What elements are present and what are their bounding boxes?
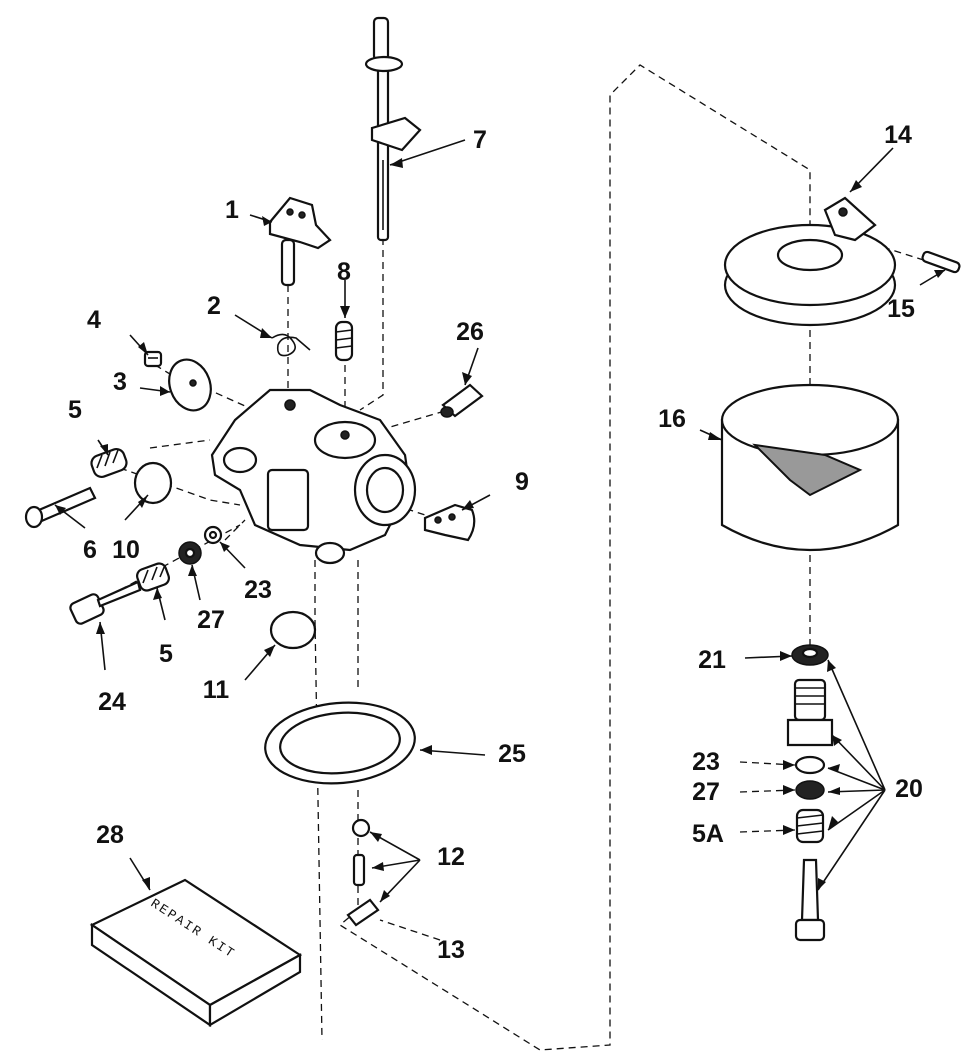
idle-screw bbox=[24, 486, 97, 529]
label-part-11: 11 bbox=[203, 676, 230, 704]
label-part-2: 2 bbox=[207, 292, 221, 320]
needle-valve bbox=[69, 580, 142, 625]
idle-spring bbox=[90, 448, 128, 478]
choke-shaft bbox=[364, 16, 422, 242]
part-labels: 1 2 3 4 5 6 7 8 9 10 11 12 13 14 15 16 2… bbox=[68, 121, 923, 964]
label-part-3: 3 bbox=[113, 368, 127, 396]
label-part-5A: 5A bbox=[692, 820, 724, 848]
label-part-16: 16 bbox=[658, 405, 686, 433]
label-part-15: 15 bbox=[887, 295, 915, 323]
label-part-26: 26 bbox=[456, 318, 484, 346]
label-part-20: 20 bbox=[895, 775, 923, 803]
label-part-25: 25 bbox=[498, 740, 526, 768]
small-screw bbox=[143, 350, 163, 368]
label-part-27-right: 27 bbox=[692, 778, 720, 806]
choke-plate bbox=[423, 503, 476, 542]
throttle-spring bbox=[271, 333, 311, 357]
bowl-gasket bbox=[264, 701, 416, 785]
label-part-4: 4 bbox=[87, 306, 101, 334]
packing-washer bbox=[178, 541, 202, 565]
welch-plug bbox=[133, 461, 173, 505]
label-part-12: 12 bbox=[437, 843, 465, 871]
label-part-5-upper: 5 bbox=[68, 396, 82, 424]
float bbox=[720, 383, 900, 552]
throttle-plate bbox=[168, 358, 212, 412]
label-part-1: 1 bbox=[225, 196, 239, 224]
label-part-27-left: 27 bbox=[197, 606, 225, 634]
label-part-13: 13 bbox=[437, 936, 465, 964]
o-ring bbox=[203, 525, 223, 545]
label-part-10: 10 bbox=[112, 536, 140, 564]
bowl-screw-assembly bbox=[786, 678, 834, 942]
hinge-pin bbox=[921, 250, 961, 274]
leader-lines bbox=[54, 139, 946, 941]
repair-kit-box: REPAIR KIT bbox=[89, 878, 303, 1028]
bowl-cover bbox=[723, 196, 897, 327]
label-part-23-right: 23 bbox=[692, 748, 720, 776]
label-part-23-left: 23 bbox=[244, 576, 272, 604]
label-part-7: 7 bbox=[473, 126, 487, 154]
carburetor-body bbox=[210, 388, 417, 565]
shaft-spring bbox=[334, 320, 354, 362]
label-part-21: 21 bbox=[698, 646, 726, 674]
bowl-nut bbox=[791, 644, 829, 666]
fuel-fitting bbox=[440, 383, 484, 418]
label-part-9: 9 bbox=[515, 468, 529, 496]
label-part-24: 24 bbox=[98, 688, 126, 716]
needle-clip bbox=[346, 898, 380, 927]
label-part-14: 14 bbox=[884, 121, 912, 149]
throttle-lever bbox=[268, 196, 332, 287]
inlet-needle-and-seat bbox=[351, 818, 371, 887]
label-part-5-lower: 5 bbox=[159, 640, 173, 668]
welch-plug-lower bbox=[269, 610, 317, 650]
label-part-28: 28 bbox=[96, 821, 124, 849]
label-part-8: 8 bbox=[337, 258, 351, 286]
label-part-6: 6 bbox=[83, 536, 97, 564]
needle-spring bbox=[136, 562, 170, 592]
